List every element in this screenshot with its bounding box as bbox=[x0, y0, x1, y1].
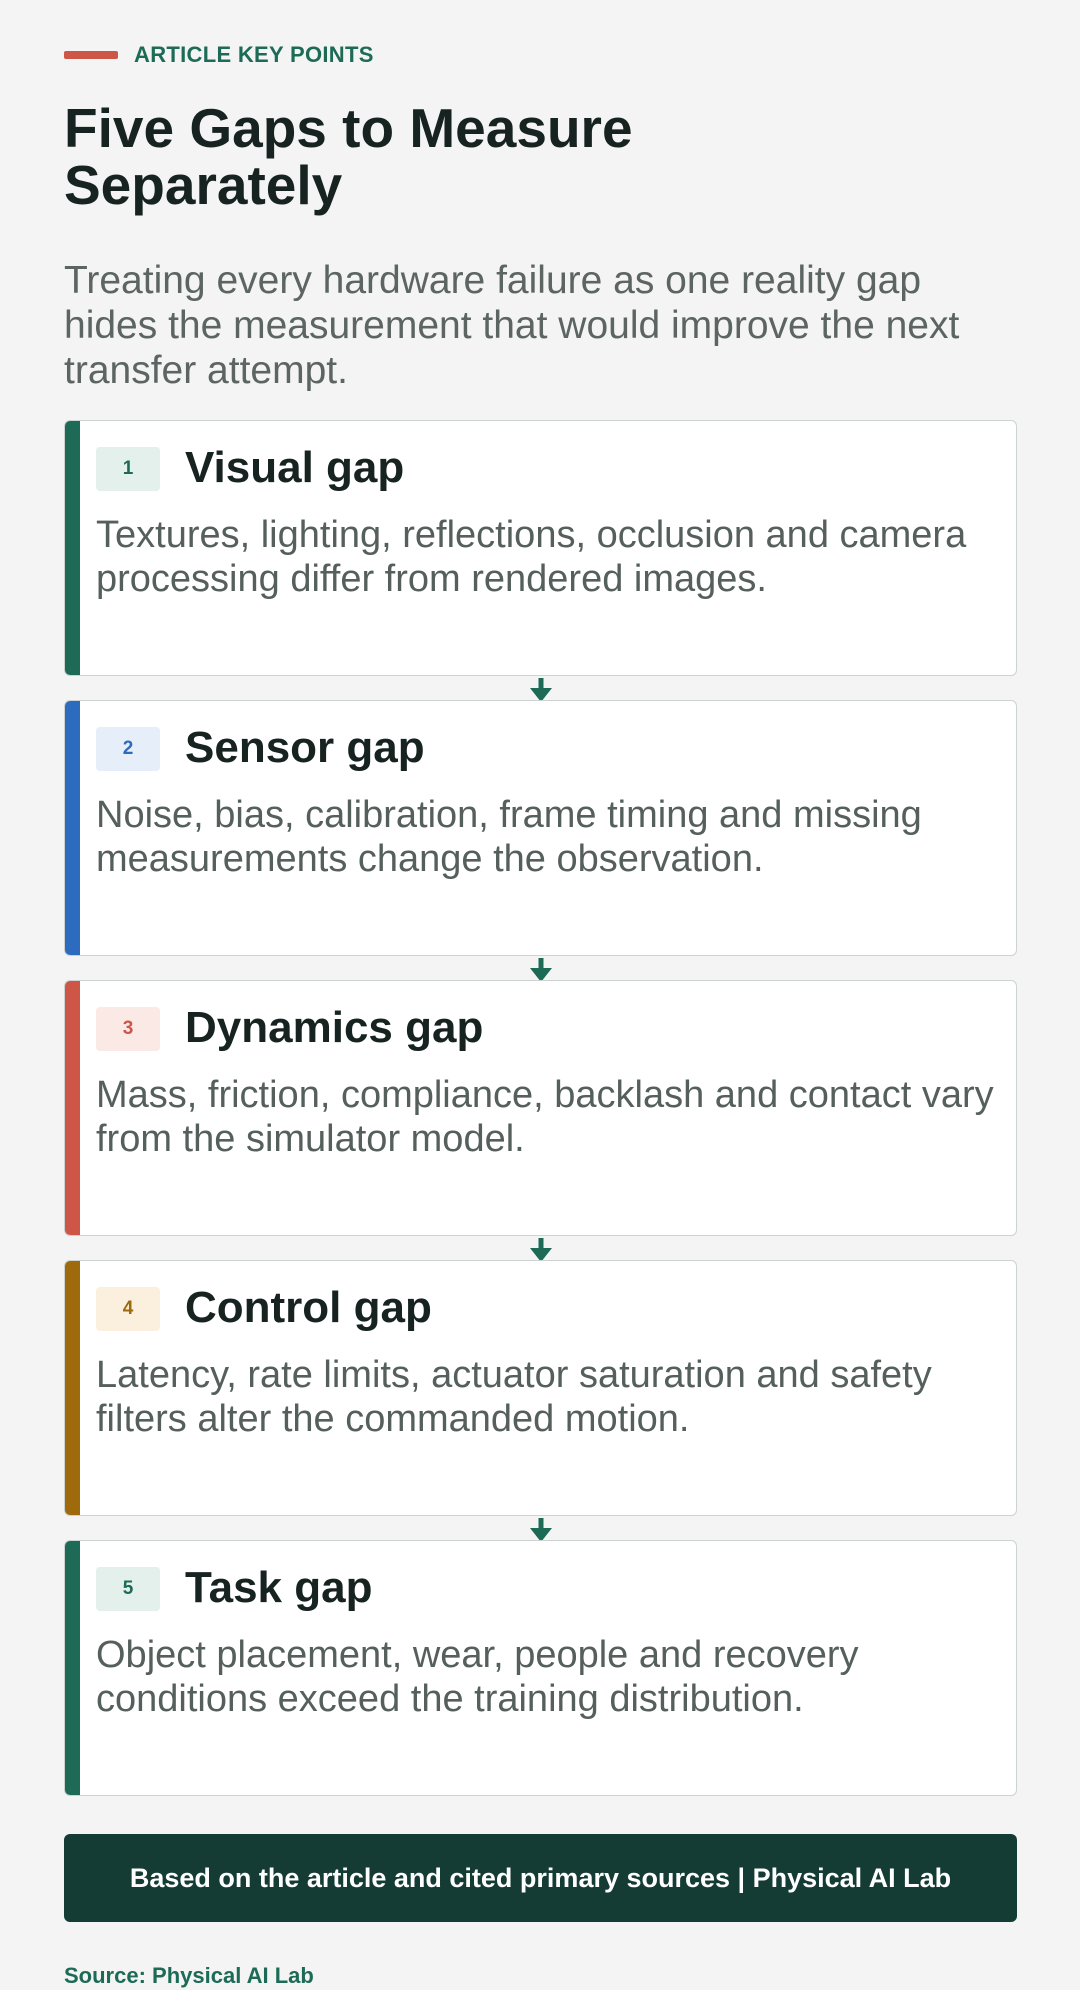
step-number-badge: 1 bbox=[96, 447, 160, 491]
kicker-accent-bar bbox=[64, 51, 118, 59]
step-number-badge: 4 bbox=[96, 1287, 160, 1331]
card-title: Visual gap bbox=[185, 443, 405, 492]
card-description: Mass, friction, compliance, backlash and… bbox=[96, 1074, 994, 1160]
card-description: Object placement, wear, people and recov… bbox=[96, 1634, 859, 1720]
card-description: Textures, lighting, reflections, occlusi… bbox=[96, 514, 967, 600]
gap-card-sensor: 2 Sensor gap Noise, bias, calibration, f… bbox=[64, 700, 1017, 956]
page-title: Five Gaps to Measure Separately bbox=[64, 97, 633, 216]
card-accent-bar bbox=[65, 981, 80, 1235]
arrow-down-icon bbox=[530, 1238, 552, 1262]
card-description: Noise, bias, calibration, frame timing a… bbox=[96, 794, 922, 880]
card-accent-bar bbox=[65, 421, 80, 675]
step-number-badge: 5 bbox=[96, 1567, 160, 1611]
kicker: ARTICLE KEY POINTS bbox=[64, 42, 374, 68]
card-accent-bar bbox=[65, 701, 80, 955]
card-title: Sensor gap bbox=[185, 723, 425, 772]
arrow-down-icon bbox=[530, 678, 552, 702]
gap-card-visual: 1 Visual gap Textures, lighting, reflect… bbox=[64, 420, 1017, 676]
card-accent-bar bbox=[65, 1261, 80, 1515]
page-subtitle: Treating every hardware failure as one r… bbox=[64, 259, 960, 392]
gap-card-task: 5 Task gap Object placement, wear, peopl… bbox=[64, 1540, 1017, 1796]
gap-card-dynamics: 3 Dynamics gap Mass, friction, complianc… bbox=[64, 980, 1017, 1236]
card-title: Task gap bbox=[185, 1563, 373, 1612]
card-title: Dynamics gap bbox=[185, 1003, 484, 1052]
gap-card-control: 4 Control gap Latency, rate limits, actu… bbox=[64, 1260, 1017, 1516]
arrow-down-icon bbox=[530, 958, 552, 982]
source-credit: Source: Physical AI Lab bbox=[64, 1963, 314, 1988]
card-title: Control gap bbox=[185, 1283, 432, 1332]
footer-banner: Based on the article and cited primary s… bbox=[64, 1834, 1017, 1922]
card-description: Latency, rate limits, actuator saturatio… bbox=[96, 1354, 932, 1440]
step-number-badge: 2 bbox=[96, 727, 160, 771]
arrow-down-icon bbox=[530, 1518, 552, 1542]
card-accent-bar bbox=[65, 1541, 80, 1795]
step-number-badge: 3 bbox=[96, 1007, 160, 1051]
kicker-label: ARTICLE KEY POINTS bbox=[134, 42, 374, 67]
